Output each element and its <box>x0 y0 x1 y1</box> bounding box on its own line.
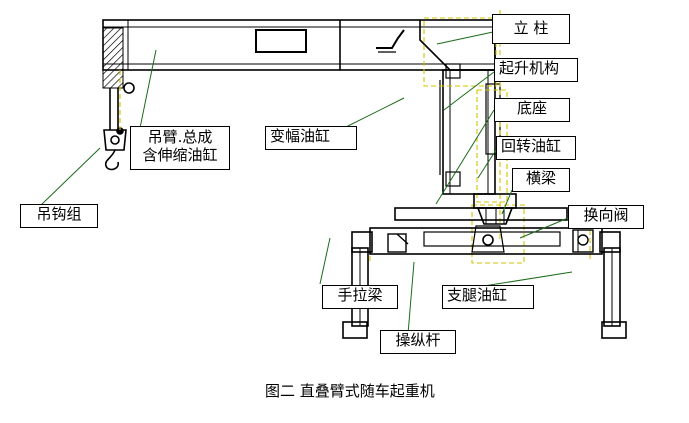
label-slewing-cylinder: 回转油缸 <box>496 136 576 160</box>
leader-lines <box>39 31 573 335</box>
label-hoist-mechanism: 起升机构 <box>494 58 578 82</box>
hidden-lines <box>119 10 591 264</box>
label-boom-line2: 含伸缩油缸 <box>142 146 218 164</box>
label-luffing-cylinder: 变幅油缸 <box>265 126 357 150</box>
label-hook-assembly: 吊钩组 <box>20 204 98 228</box>
boom <box>102 19 496 71</box>
figure-caption: 图二 直叠臂式随车起重机 <box>265 382 435 400</box>
label-outrigger-cylinder: 支腿油缸 <box>442 285 534 309</box>
label-directional-valve: 换向阀 <box>568 205 644 229</box>
boom-head <box>102 27 124 89</box>
hook-assembly <box>103 82 135 171</box>
label-control-lever: 操纵杆 <box>380 330 456 354</box>
label-base: 底座 <box>494 98 570 122</box>
outrigger-right <box>599 231 627 339</box>
column <box>419 20 501 195</box>
label-boom-line1: 吊臂.总成 <box>147 128 213 146</box>
label-hand-pull-beam: 手拉梁 <box>322 285 398 309</box>
label-cross-beam: 横梁 <box>512 168 570 192</box>
label-boom-assembly: 吊臂.总成 含伸缩油缸 <box>130 126 230 170</box>
control-lever-block <box>387 233 409 253</box>
cross-beam <box>369 207 603 255</box>
label-column: 立 柱 <box>492 14 570 44</box>
directional-valve <box>572 229 594 253</box>
